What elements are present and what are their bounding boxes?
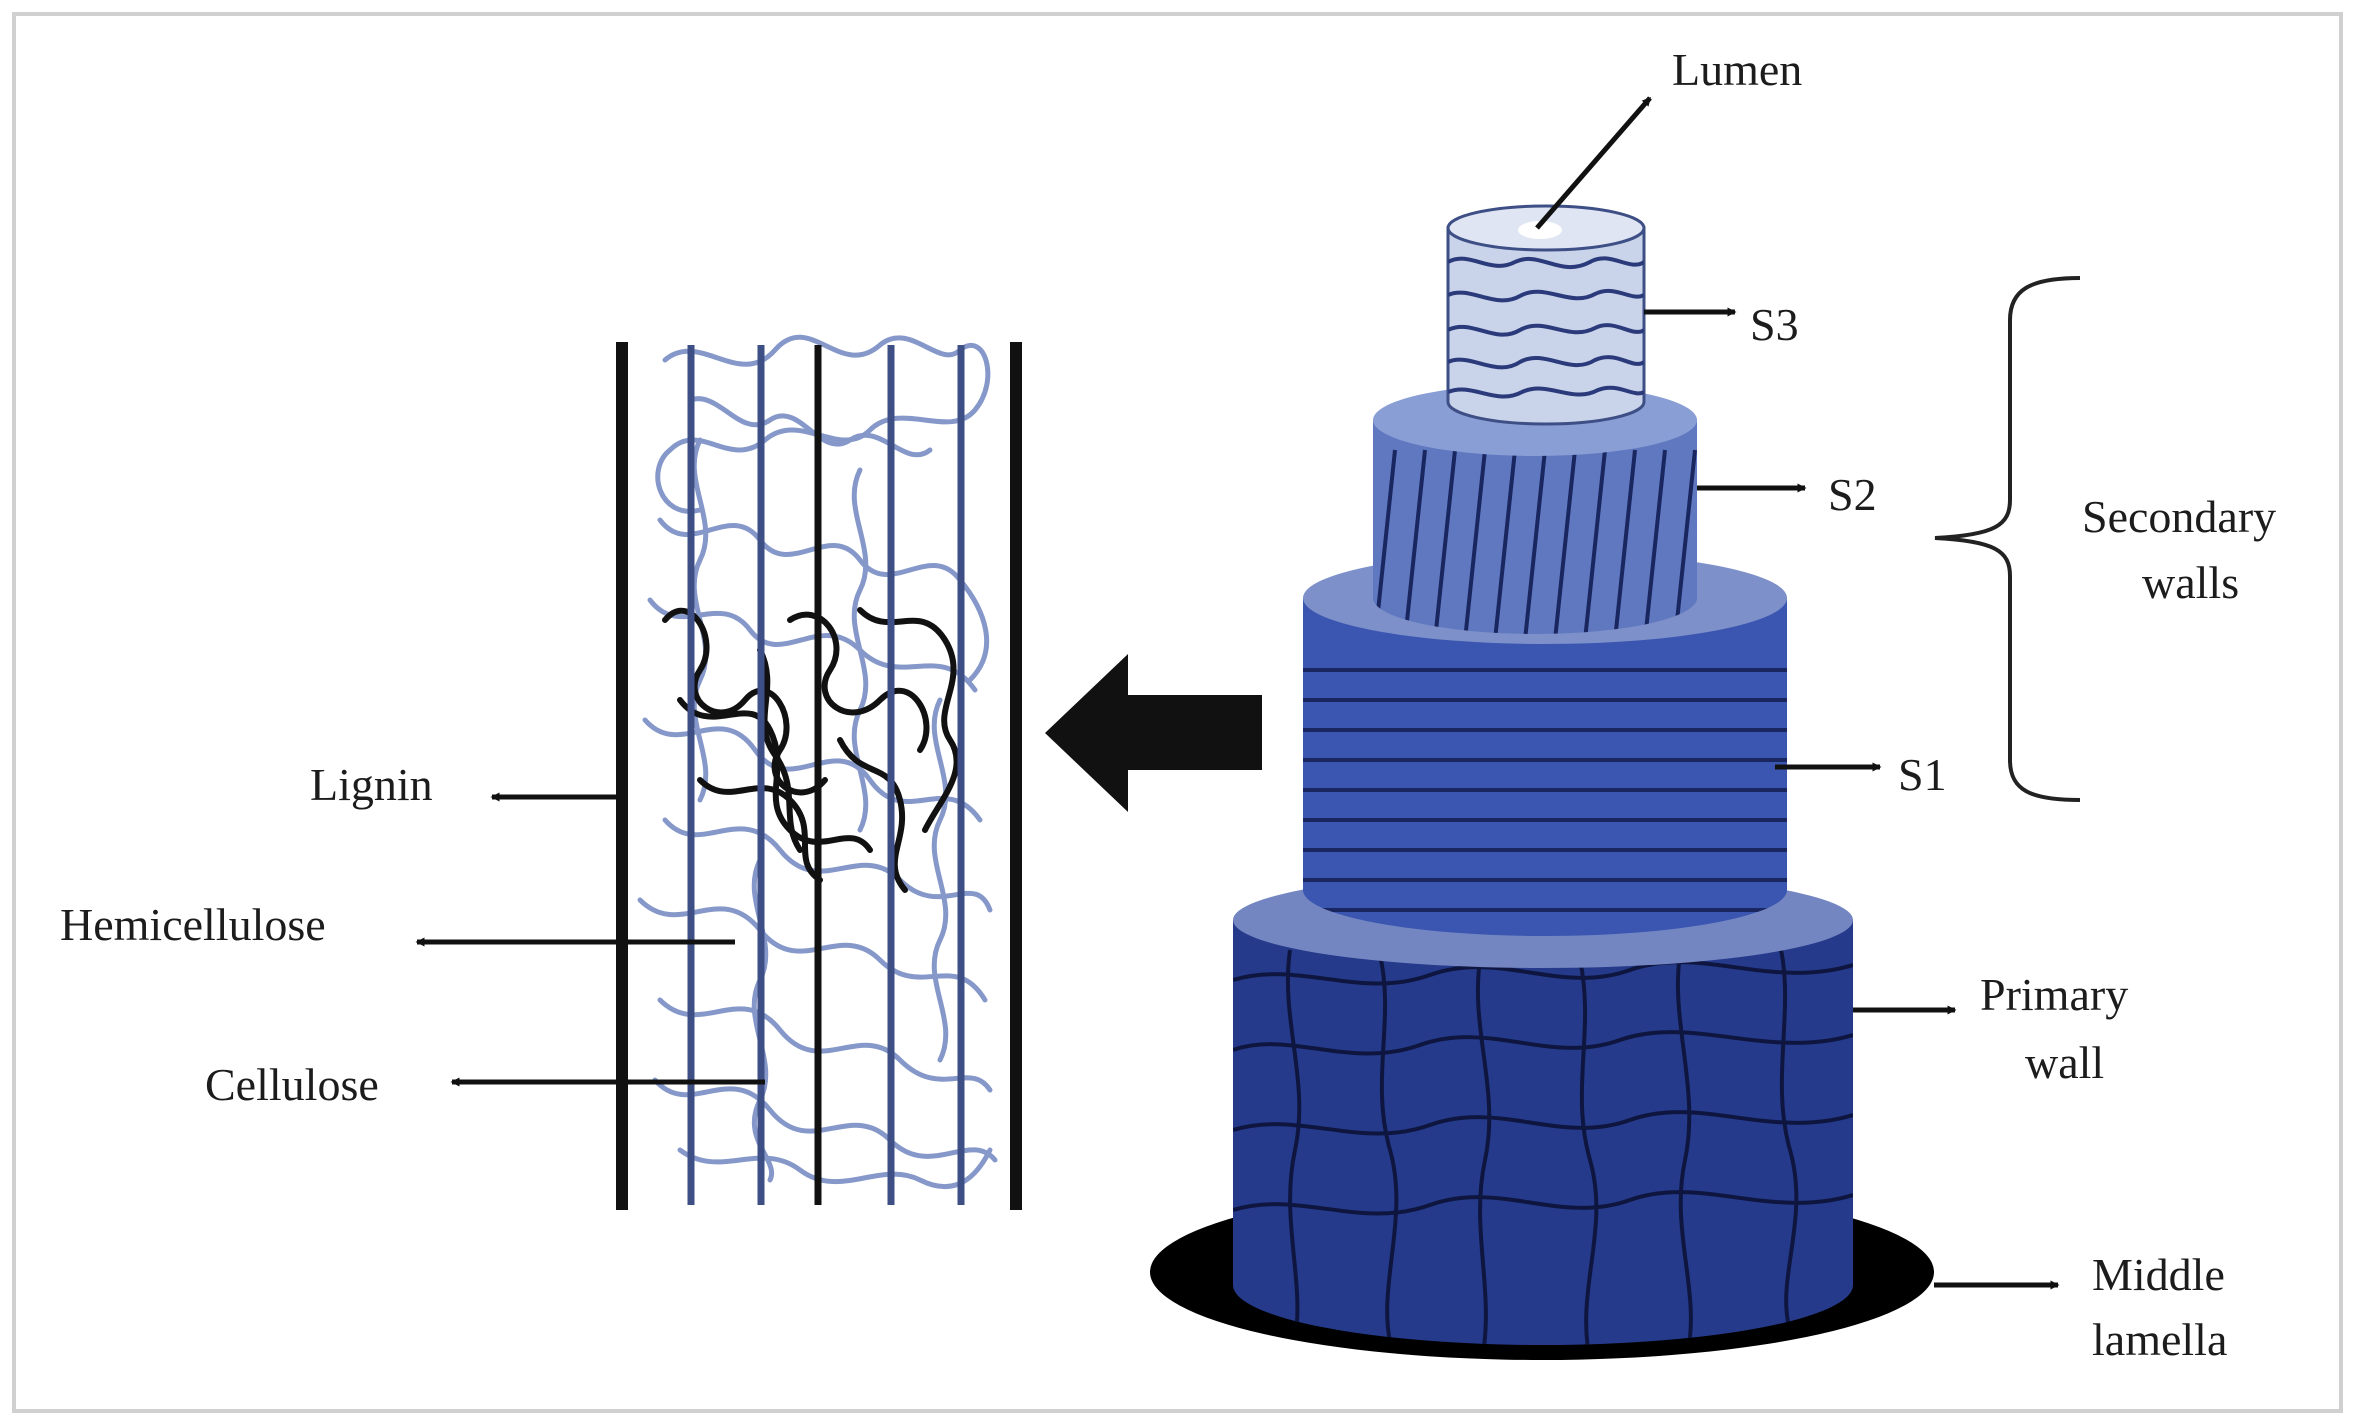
cellulose-label: Cellulose <box>205 1059 379 1110</box>
s3-label: S3 <box>1750 299 1799 350</box>
s3-layer <box>1446 204 1646 426</box>
hemicellulose-label: Hemicellulose <box>60 899 326 950</box>
image-border <box>12 12 2343 1413</box>
lumen-label: Lumen <box>1672 44 1802 95</box>
middle-lamella-label-line1: Middle <box>2092 1249 2225 1300</box>
s1-label: S1 <box>1898 749 1947 800</box>
primary-wall-layer <box>1233 872 1853 1345</box>
cell-wall-cylinder <box>1150 204 1934 1360</box>
secondary-walls-label-line2: walls <box>2142 557 2239 608</box>
secondary-walls-label-line1: Secondary <box>2082 491 2276 542</box>
s2-label: S2 <box>1828 469 1877 520</box>
primary-wall-label-line1: Primary <box>1980 969 2128 1020</box>
lignin-label: Lignin <box>310 759 433 810</box>
lumen-arrow <box>1535 96 1652 230</box>
big-left-arrow <box>1045 654 1262 812</box>
secondary-walls-brace <box>1934 276 2081 802</box>
lignin-strands <box>662 607 960 893</box>
cellulose-microfibrils <box>687 345 965 1205</box>
middle-lamella-label-line2: lamella <box>2092 1314 2227 1365</box>
lumen-hole <box>1518 221 1562 239</box>
primary-wall-label-line2: wall <box>2025 1037 2104 1088</box>
fiber-structure <box>616 334 1022 1210</box>
